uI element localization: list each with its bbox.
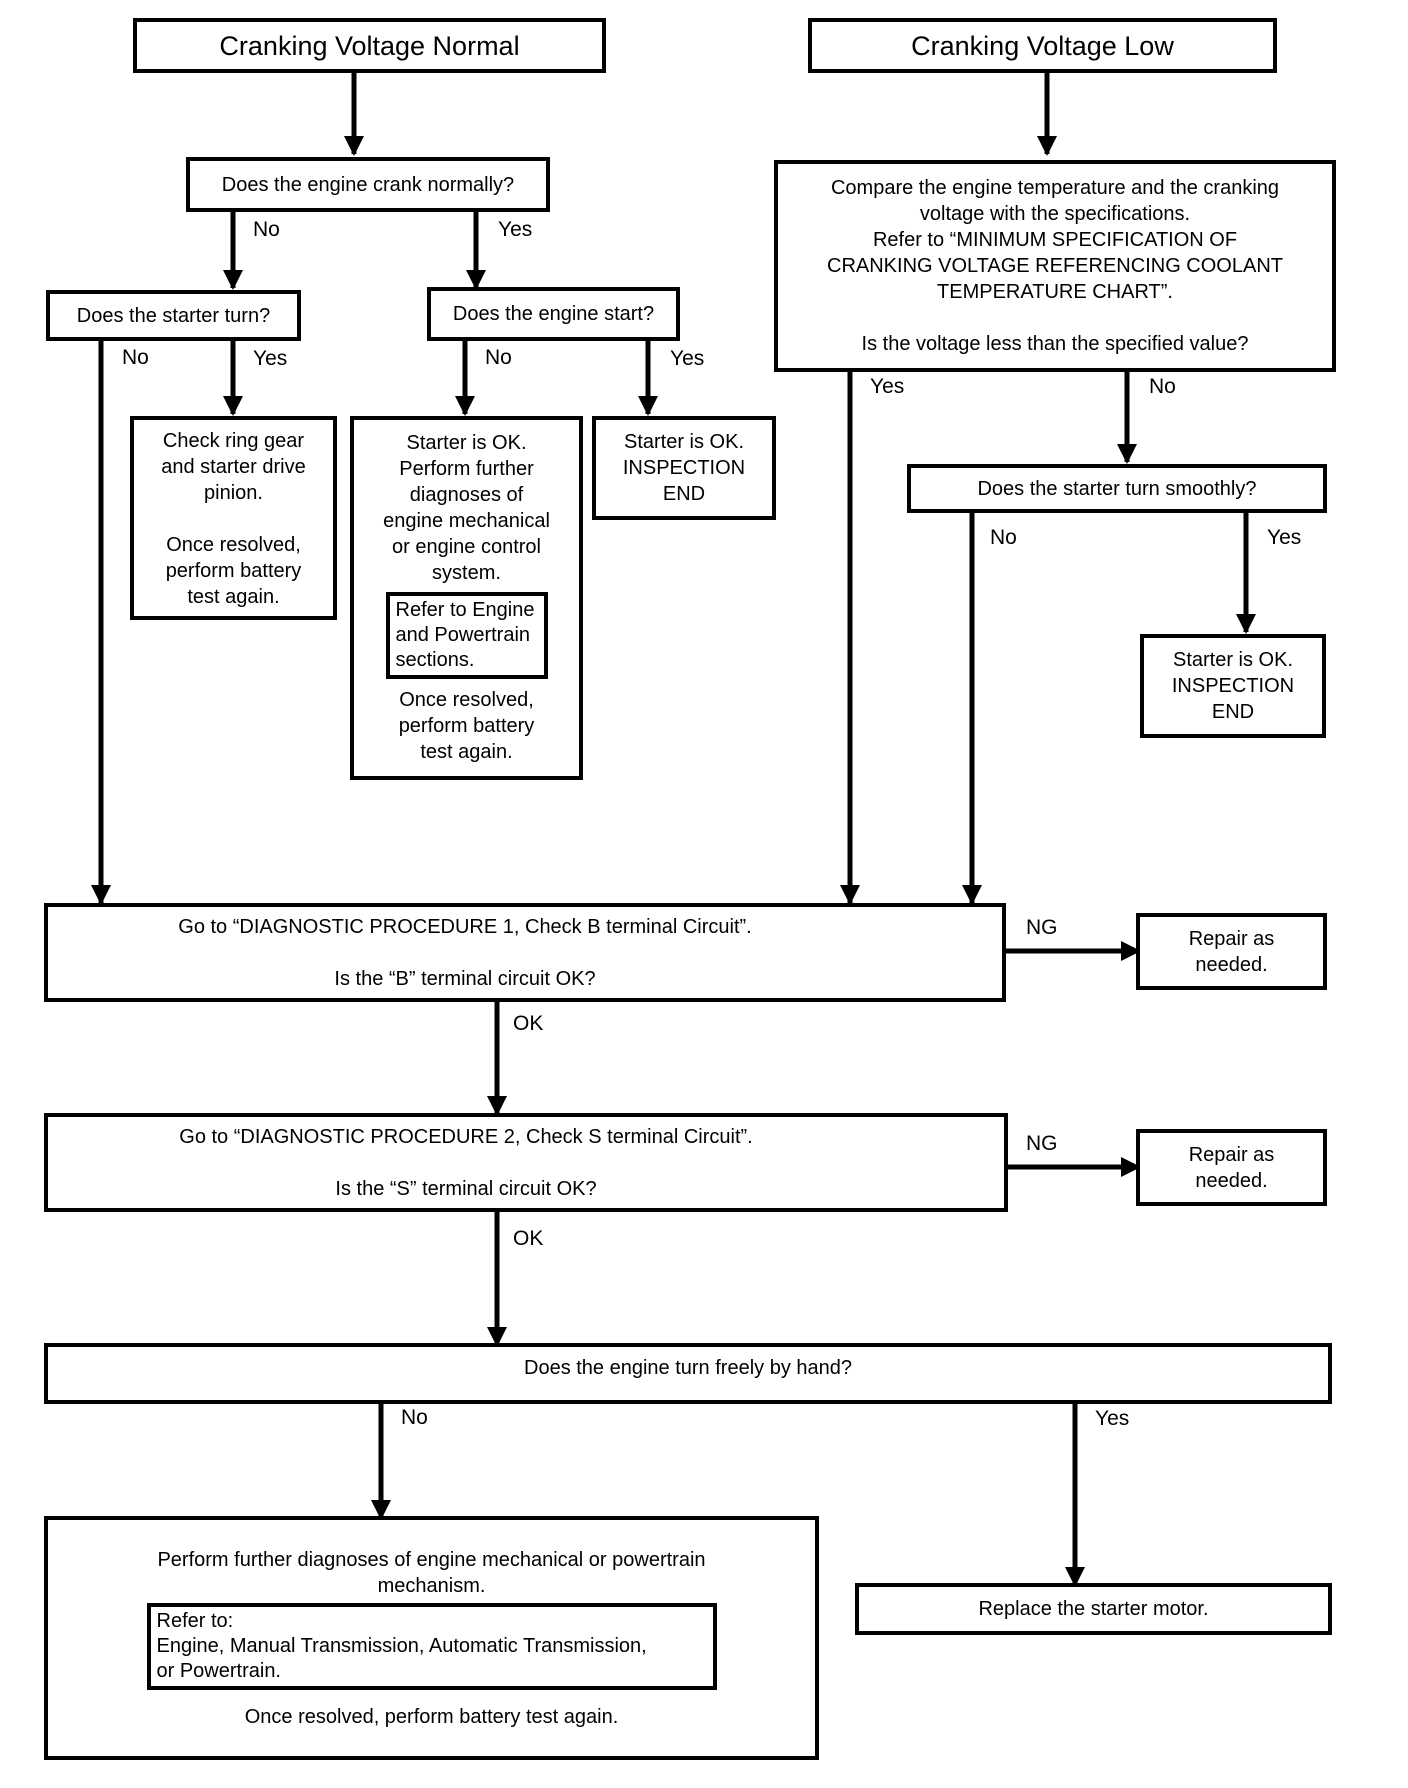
compare-line-2: voltage with the specifications. (919, 203, 1191, 225)
label-engine-start-no: No (485, 346, 512, 369)
check-ring-line-2: and starter drive (161, 456, 306, 478)
label-starter-turn-yes: Yes (253, 347, 288, 370)
further-line-1: Starter is OK. (406, 432, 527, 454)
repair-as-needed-box-1: Repair as needed. (1136, 913, 1327, 990)
refer-to-box: Refer to: Engine, Manual Transmission, A… (146, 1602, 717, 1690)
starter-turn-text: Does the starter turn? (76, 304, 271, 327)
label-compare-yes: Yes (870, 375, 905, 398)
label-engine-start-yes: Yes (670, 347, 705, 370)
repair1-line-2: needed. (1195, 953, 1268, 976)
further-line-2: Perform further (399, 458, 534, 480)
procedure-2-box: Go to “DIAGNOSTIC PROCEDURE 2, Check S t… (44, 1113, 1008, 1212)
compare-line-3: Refer to “MINIMUM SPECIFICATION OF (872, 229, 1238, 251)
refer-to-line-1: Refer to: (156, 1609, 234, 1632)
end2-line-2: INSPECTION (1171, 675, 1295, 697)
label-crank-no: No (253, 218, 280, 241)
compare-line-6: Is the voltage less than the specified v… (861, 333, 1249, 355)
cranking-voltage-low-box: Cranking Voltage Low (808, 18, 1277, 73)
label-proc2-ok: OK (513, 1227, 544, 1250)
end2-line-1: Starter is OK. (1172, 649, 1294, 671)
proc1-line-1: Go to “DIAGNOSTIC PROCEDURE 1, Check B t… (178, 915, 752, 938)
compare-line-1: Compare the engine temperature and the c… (830, 177, 1280, 199)
starter-turn-smoothly-box: Does the starter turn smoothly? (907, 464, 1327, 513)
repair2-line-2: needed. (1195, 1169, 1268, 1192)
label-proc2-ng: NG (1026, 1132, 1058, 1155)
label-starter-turn-no: No (122, 346, 149, 369)
procedure-1-box: Go to “DIAGNOSTIC PROCEDURE 1, Check B t… (44, 903, 1006, 1002)
check-ring-line-5: perform battery (165, 560, 302, 582)
refer-engine-powertrain-box: Refer to Engine and Powertrain sections. (385, 592, 548, 679)
label-compare-no: No (1149, 375, 1176, 398)
further-diag-line-1: Perform further diagnoses of engine mech… (157, 1548, 706, 1571)
replace-starter-box: Replace the starter motor. (855, 1583, 1332, 1635)
further-line-9: test again. (420, 741, 513, 763)
crank-normally-box: Does the engine crank normally? (186, 157, 550, 212)
cranking-voltage-normal-box: Cranking Voltage Normal (133, 18, 606, 73)
end1-line-3: END (662, 483, 706, 505)
cranking-voltage-normal-title: Cranking Voltage Normal (219, 30, 520, 61)
crank-normally-text: Does the engine crank normally? (221, 173, 515, 196)
end1-line-2: INSPECTION (622, 457, 746, 479)
label-freely-yes: Yes (1095, 1407, 1130, 1430)
starter-turn-box: Does the starter turn? (46, 290, 301, 341)
check-ring-line-4: Once resolved, (166, 534, 301, 556)
check-ring-line-3: pinion. (204, 482, 263, 504)
starter-ok-further-box: Starter is OK. Perform further diagnoses… (350, 416, 583, 780)
label-proc1-ok: OK (513, 1012, 544, 1035)
replace-starter-text: Replace the starter motor. (978, 1598, 1209, 1620)
check-ring-line-6: test again. (187, 586, 280, 608)
starter-ok-end-box-1: Starter is OK. INSPECTION END (592, 416, 776, 520)
check-ring-line-1: Check ring gear (162, 430, 305, 452)
engine-turn-freely-text: Does the engine turn freely by hand? (524, 1356, 852, 1379)
further-diagnoses-box: Perform further diagnoses of engine mech… (44, 1516, 819, 1760)
compare-temperature-box: Compare the engine temperature and the c… (774, 160, 1336, 372)
end2-line-3: END (1211, 701, 1255, 723)
repair-as-needed-box-2: Repair as needed. (1136, 1129, 1327, 1206)
further-line-7: Once resolved, (399, 689, 534, 711)
cranking-voltage-low-title: Cranking Voltage Low (911, 30, 1174, 61)
further-line-8: perform battery (398, 715, 535, 737)
check-ring-gear-box: Check ring gear and starter drive pinion… (130, 416, 337, 620)
end1-line-1: Starter is OK. (623, 431, 745, 453)
compare-line-4: CRANKING VOLTAGE REFERENCING COOLANT (827, 255, 1283, 277)
further-line-3: diagnoses of (409, 484, 524, 506)
refer-line-3: sections. (395, 649, 475, 671)
refer-to-line-2: Engine, Manual Transmission, Automatic T… (156, 1634, 647, 1657)
repair2-line-1: Repair as (1188, 1143, 1275, 1166)
refer-line-2: and Powertrain (395, 624, 531, 646)
starter-ok-end-box-2: Starter is OK. INSPECTION END (1140, 634, 1326, 738)
refer-line-1: Refer to Engine (395, 599, 535, 621)
proc2-line-2: Is the “S” terminal circuit OK? (335, 1177, 597, 1200)
repair1-line-1: Repair as (1188, 927, 1275, 950)
compare-line-5: TEMPERATURE CHART”. (937, 281, 1173, 303)
refer-to-line-3: or Powertrain. (156, 1659, 282, 1682)
label-proc1-ng: NG (1026, 916, 1058, 939)
starter-turn-smoothly-text: Does the starter turn smoothly? (977, 477, 1257, 500)
further-line-5: or engine control (392, 536, 541, 558)
further-line-4: engine mechanical (383, 510, 550, 532)
further-line-6: system. (432, 562, 501, 584)
proc2-line-1: Go to “DIAGNOSTIC PROCEDURE 2, Check S t… (179, 1125, 753, 1148)
label-smooth-yes: Yes (1267, 526, 1302, 549)
label-freely-no: No (401, 1406, 428, 1429)
label-smooth-no: No (990, 526, 1017, 549)
further-diag-line-3: Once resolved, perform battery test agai… (244, 1705, 619, 1728)
engine-turn-freely-box: Does the engine turn freely by hand? (44, 1343, 1332, 1404)
engine-start-box: Does the engine start? (427, 287, 680, 341)
proc1-line-2: Is the “B” terminal circuit OK? (334, 967, 596, 990)
further-diag-line-2: mechanism. (377, 1574, 486, 1597)
engine-start-text: Does the engine start? (452, 303, 655, 325)
label-crank-yes: Yes (498, 218, 533, 241)
